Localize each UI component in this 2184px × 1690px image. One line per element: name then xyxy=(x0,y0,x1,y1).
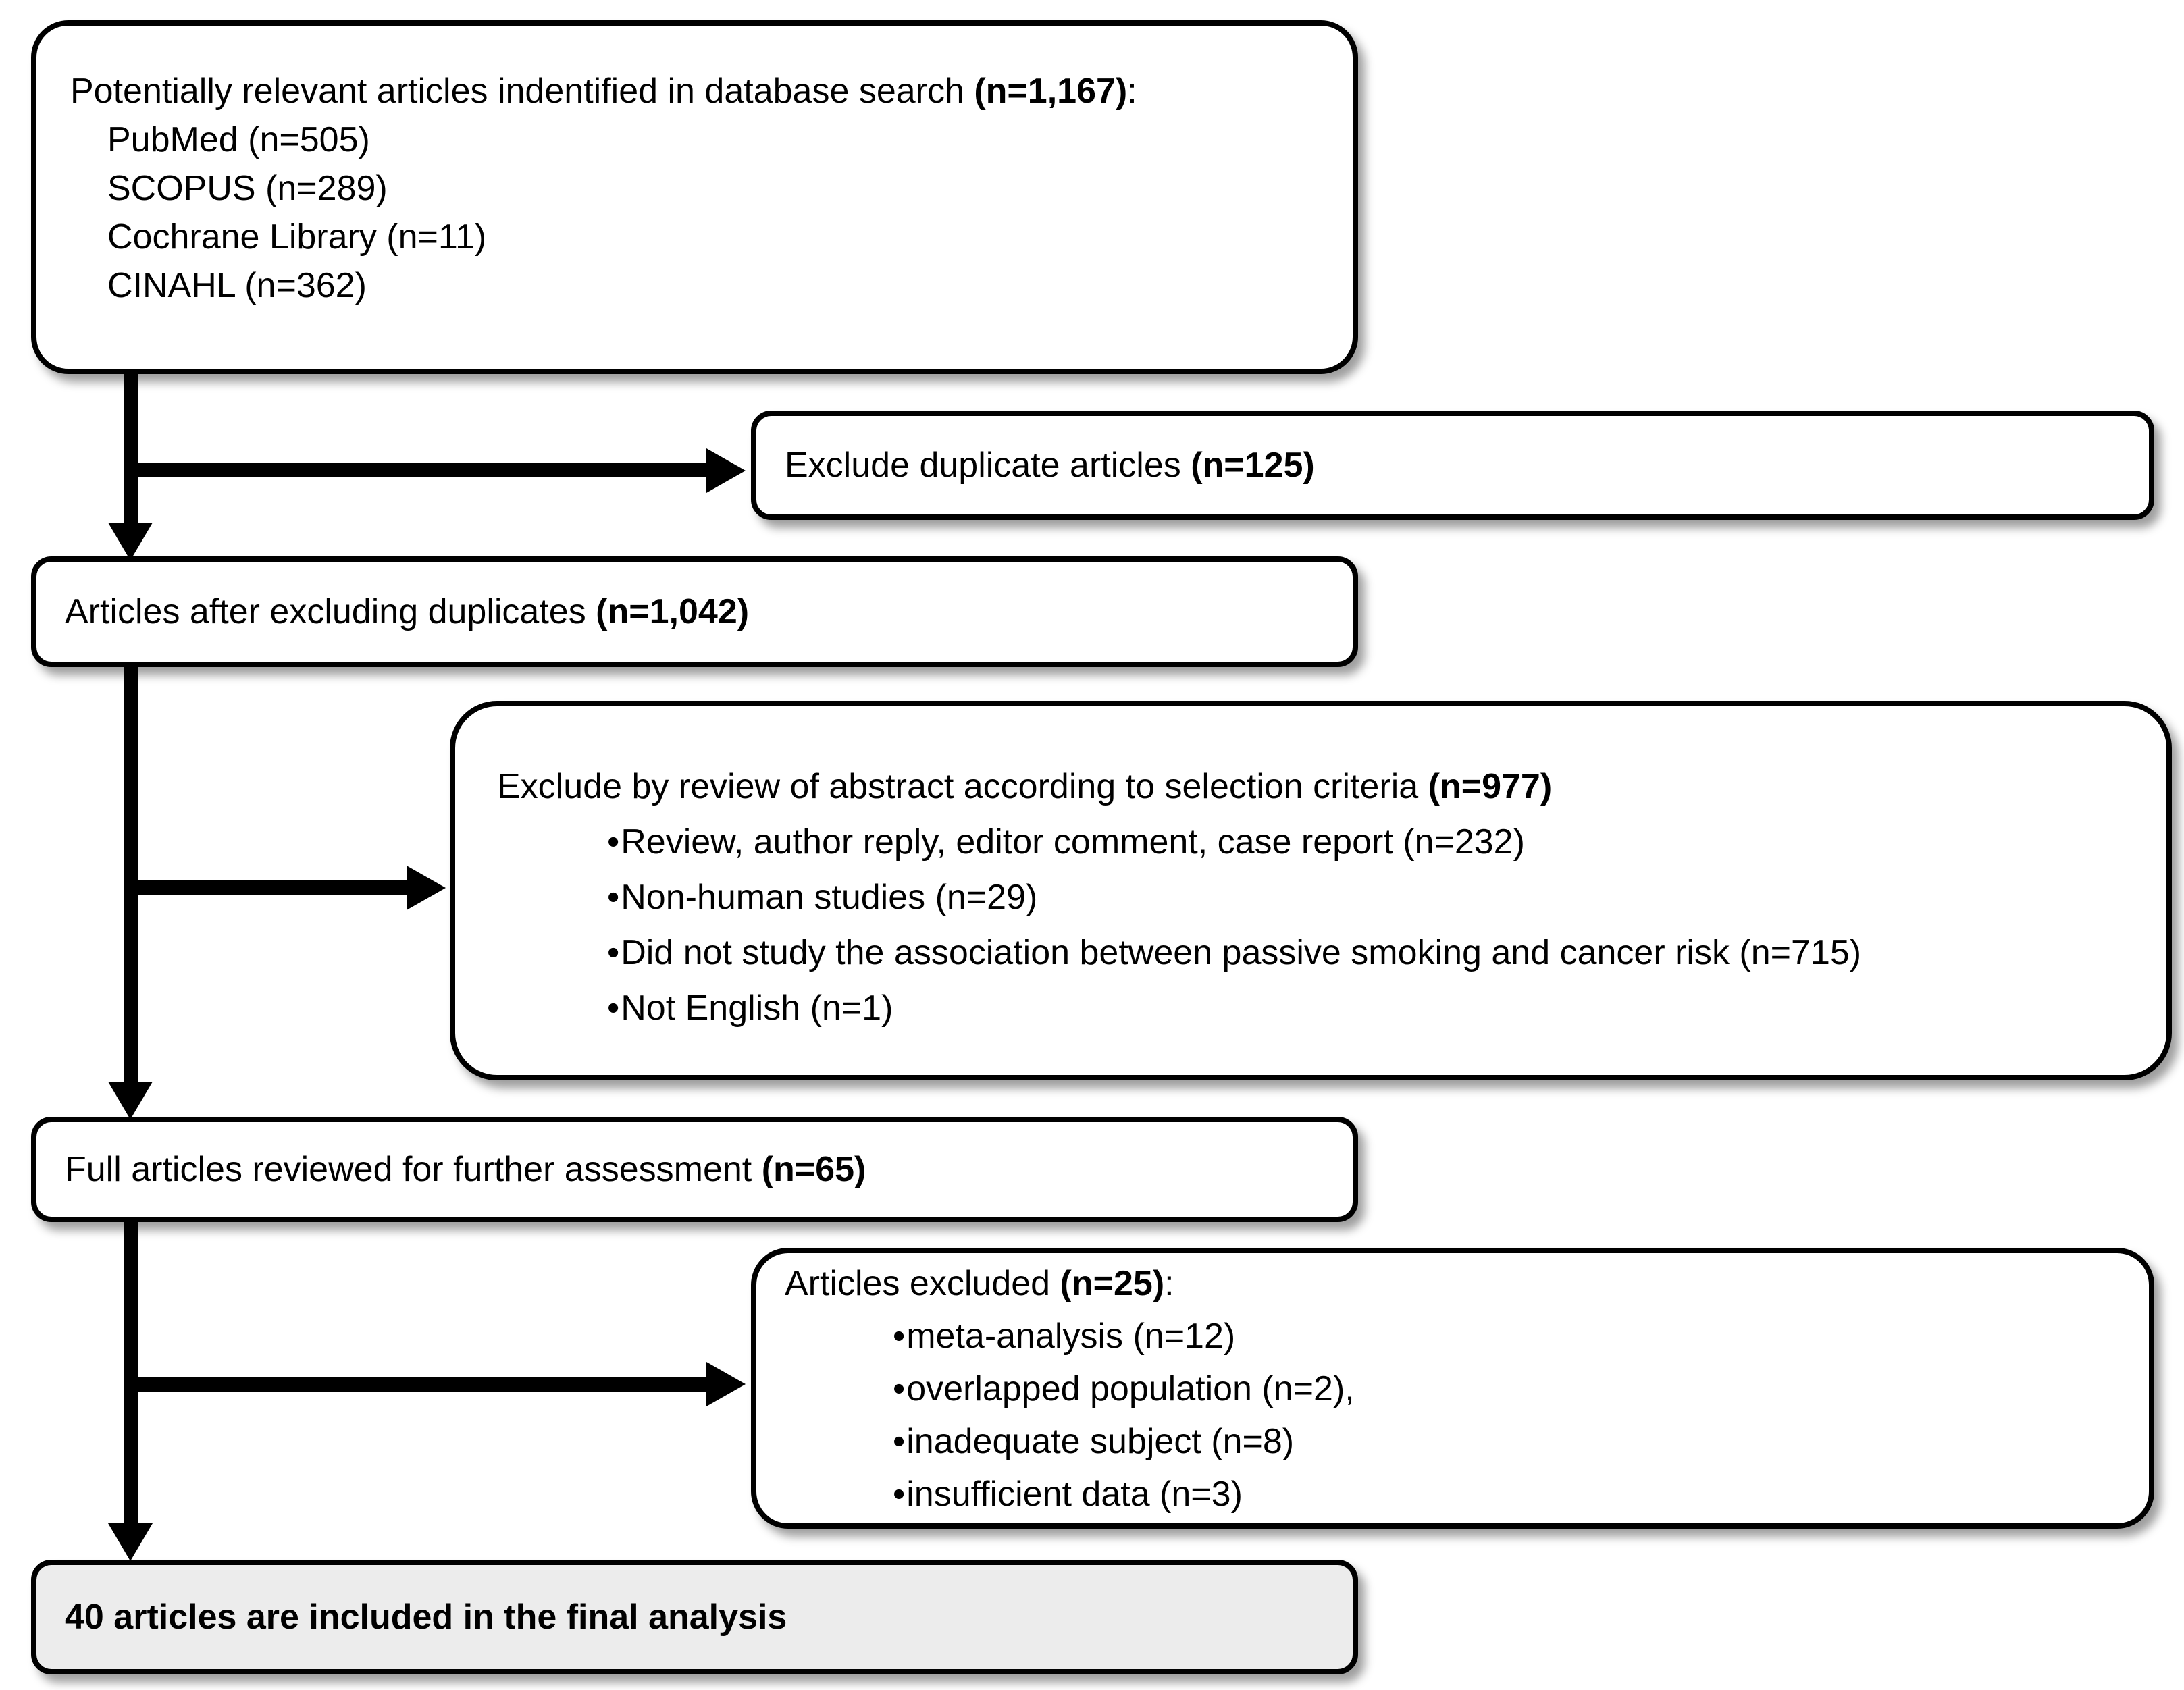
records-identified-colon: : xyxy=(1127,72,1137,111)
database-pubmed: PubMed (n=505) xyxy=(107,120,370,159)
excluded-reason-insufficient: •insufficient data (n=3) xyxy=(785,1468,2122,1521)
bullet-icon: • xyxy=(893,1422,906,1461)
reason-overlapped-text: overlapped population (n=2), xyxy=(906,1369,1355,1408)
database-cochrane: Cochrane Library (n=11) xyxy=(107,217,487,257)
abstract-exclusion-reason-notenglish: •Not English (n=1) xyxy=(497,980,2139,1036)
articles-excluded-count: (n=25) xyxy=(1060,1264,1165,1303)
articles-excluded-title: Articles excluded (n=25): xyxy=(785,1257,2122,1310)
reason-inadequate-text: inadequate subject (n=8) xyxy=(906,1422,1295,1461)
abstract-exclusion-reason-review: •Review, author reply, editor comment, c… xyxy=(497,814,2139,870)
duplicates-excluded-text: Exclude duplicate articles xyxy=(785,446,1191,485)
arrowhead-down-afterduplicates xyxy=(108,523,153,560)
records-identified-title: Potentially relevant articles indentifie… xyxy=(70,67,1326,115)
connector-branch-articles-excluded xyxy=(130,1377,708,1392)
after-duplicates-count: (n=1,042) xyxy=(596,592,750,631)
box-records-identified: Potentially relevant articles indentifie… xyxy=(31,20,1358,374)
final-analysis-title: 40 articles are included in the final an… xyxy=(65,1597,787,1637)
arrowhead-right-duplicates xyxy=(706,448,746,493)
reason-nonhuman-text: Non-human studies (n=29) xyxy=(621,878,1038,917)
articles-excluded-colon: : xyxy=(1164,1264,1174,1303)
bullet-icon: • xyxy=(607,988,620,1028)
abstract-exclusion-text: Exclude by review of abstract according … xyxy=(497,767,1428,806)
database-cinahl: CINAHL (n=362) xyxy=(107,266,367,305)
bullet-icon: • xyxy=(893,1475,906,1514)
full-review-title: Full articles reviewed for further asses… xyxy=(65,1149,866,1190)
reason-noassociation-text: Did not study the association between pa… xyxy=(621,933,1862,972)
records-identified-text: Potentially relevant articles indentifie… xyxy=(70,72,974,111)
after-duplicates-text: Articles after excluding duplicates xyxy=(65,592,596,631)
reason-insufficient-text: insufficient data (n=3) xyxy=(906,1475,1243,1514)
connector-branch-abstract-exclusion xyxy=(130,880,409,895)
bullet-icon: • xyxy=(607,933,620,972)
duplicates-excluded-count: (n=125) xyxy=(1191,446,1315,485)
box-final-analysis: 40 articles are included in the final an… xyxy=(31,1560,1358,1674)
box-abstract-exclusion: Exclude by review of abstract according … xyxy=(450,701,2172,1080)
duplicates-excluded-title: Exclude duplicate articles (n=125) xyxy=(785,445,1315,485)
bullet-icon: • xyxy=(607,878,620,917)
arrowhead-right-abstract-exclusion xyxy=(407,866,446,910)
box-full-review: Full articles reviewed for further asses… xyxy=(31,1117,1358,1222)
abstract-exclusion-reason-noassociation: •Did not study the association between p… xyxy=(497,925,2139,980)
arrowhead-right-articles-excluded xyxy=(706,1362,746,1406)
excluded-reason-metaanalysis: •meta-analysis (n=12) xyxy=(785,1310,2122,1363)
connector-fullreview-to-final xyxy=(124,1218,138,1525)
connector-afterduplicates-to-fullreview xyxy=(124,663,138,1084)
excluded-reason-inadequate: •inadequate subject (n=8) xyxy=(785,1415,2122,1468)
reason-notenglish-text: Not English (n=1) xyxy=(621,988,893,1028)
bullet-icon: • xyxy=(893,1317,906,1356)
reason-review-text: Review, author reply, editor comment, ca… xyxy=(621,822,1525,862)
excluded-reason-overlapped: •overlapped population (n=2), xyxy=(785,1363,2122,1415)
bullet-icon: • xyxy=(607,822,620,862)
database-scopus: SCOPUS (n=289) xyxy=(107,169,388,208)
connector-identified-to-afterduplicates xyxy=(124,371,138,524)
after-duplicates-title: Articles after excluding duplicates (n=1… xyxy=(65,591,749,632)
box-articles-excluded: Articles excluded (n=25): •meta-analysis… xyxy=(751,1248,2154,1529)
abstract-exclusion-title: Exclude by review of abstract according … xyxy=(497,759,2139,814)
abstract-exclusion-reason-nonhuman: •Non-human studies (n=29) xyxy=(497,870,2139,925)
arrowhead-down-fullreview xyxy=(108,1082,153,1119)
records-identified-count: (n=1,167) xyxy=(974,72,1128,111)
box-after-duplicates: Articles after excluding duplicates (n=1… xyxy=(31,556,1358,667)
full-review-text: Full articles reviewed for further asses… xyxy=(65,1150,762,1189)
reason-metaanalysis-text: meta-analysis (n=12) xyxy=(906,1317,1236,1356)
box-duplicates-excluded: Exclude duplicate articles (n=125) xyxy=(751,411,2154,520)
articles-excluded-text: Articles excluded xyxy=(785,1264,1060,1303)
abstract-exclusion-count: (n=977) xyxy=(1428,767,1553,806)
connector-branch-duplicates xyxy=(130,463,708,477)
bullet-icon: • xyxy=(893,1369,906,1408)
full-review-count: (n=65) xyxy=(761,1150,866,1189)
arrowhead-down-final xyxy=(108,1523,153,1561)
